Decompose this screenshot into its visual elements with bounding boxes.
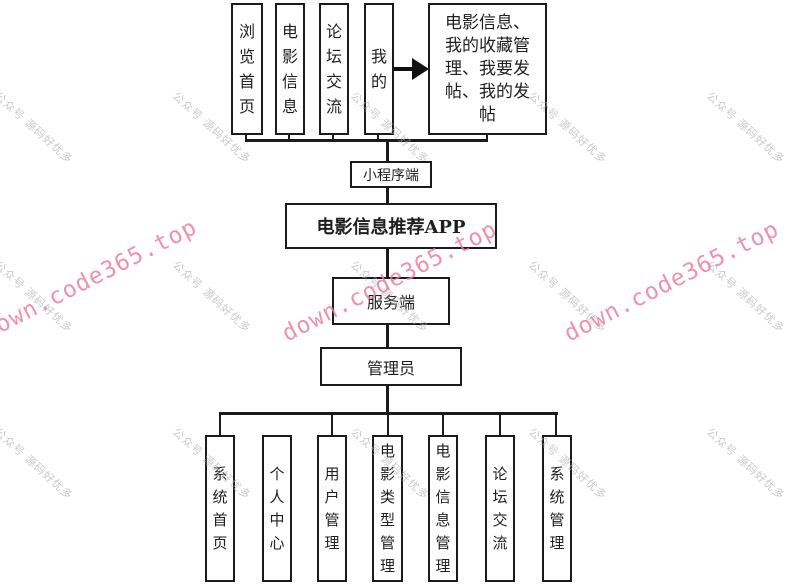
node-label: 浏览首页 — [238, 22, 255, 116]
connector — [386, 385, 389, 414]
watermark-gray: 公众号 源码好优多 — [525, 258, 610, 336]
arrow-right-icon — [394, 67, 414, 71]
node-label: 服务端 — [366, 293, 415, 312]
connector — [386, 187, 389, 204]
node-system-management: 系统管理 — [542, 435, 572, 582]
connector-bus — [245, 139, 488, 142]
connector — [332, 134, 334, 142]
connector — [386, 324, 389, 348]
watermark-gray: 公众号 源码好优多 — [703, 425, 788, 503]
watermark-gray: 公众号 源码好优多 — [0, 89, 76, 167]
node-personal-center: 个人中心 — [262, 435, 292, 582]
node-label: 电影信息推荐APP — [316, 217, 466, 238]
connector — [386, 248, 389, 278]
connector — [219, 412, 221, 436]
node-browse-home: 浏览首页 — [231, 3, 263, 135]
connector — [386, 139, 389, 163]
connector — [377, 134, 379, 142]
connector — [486, 134, 488, 142]
connector — [555, 412, 557, 436]
node-app: 电影信息推荐APP — [285, 203, 497, 249]
node-system-home: 系统首页 — [205, 435, 235, 582]
watermark-pink: down.code365.top — [560, 216, 784, 348]
node-server: 服务端 — [332, 277, 450, 325]
node-label: 用户管理 — [324, 464, 340, 552]
connector — [288, 134, 290, 142]
node-label: 电影信息管理 — [435, 441, 451, 575]
arrow-right-icon — [412, 58, 429, 80]
node-mine-functions-detail: 电影信息、我的收藏管理、我要发帖、我的发帖 — [428, 3, 547, 135]
node-movie-info: 电影信息 — [275, 3, 305, 135]
node-forum-exchange: 论坛交流 — [319, 3, 349, 135]
connector — [499, 412, 501, 436]
watermark-gray: 公众号 源码好优多 — [169, 258, 254, 336]
node-label: 小程序端 — [363, 167, 419, 184]
node-label: 电影类型管理 — [379, 441, 395, 575]
connector — [245, 134, 247, 142]
node-label: 系统首页 — [212, 464, 228, 552]
connector — [387, 412, 389, 436]
node-label: 论坛交流 — [492, 464, 508, 552]
node-forum-management: 论坛交流 — [485, 435, 515, 582]
watermark-gray: 公众号 源码好优多 — [703, 89, 788, 167]
node-label: 电影信息 — [281, 22, 298, 116]
node-admin: 管理员 — [320, 347, 462, 386]
node-mini-program: 小程序端 — [350, 161, 432, 188]
watermark-gray: 公众号 源码好优多 — [703, 258, 788, 336]
node-user-management: 用户管理 — [317, 435, 347, 582]
watermark-gray: 公众号 源码好优多 — [0, 425, 76, 503]
node-label: 我的 — [370, 47, 387, 91]
node-label: 论坛交流 — [325, 22, 342, 116]
watermark-pink: down.code365.top — [0, 214, 202, 346]
node-label: 电影信息、我的收藏管理、我要发帖、我的发帖 — [445, 12, 530, 125]
node-movie-type-management: 电影类型管理 — [372, 435, 403, 582]
watermark-gray: 公众号 源码好优多 — [0, 258, 76, 336]
node-mine: 我的 — [364, 3, 394, 135]
node-label: 系统管理 — [549, 464, 565, 552]
connector — [331, 412, 333, 436]
connector — [442, 412, 444, 436]
node-movie-info-management: 电影信息管理 — [428, 435, 458, 582]
node-label: 管理员 — [366, 358, 415, 378]
node-label: 个人中心 — [269, 464, 285, 552]
